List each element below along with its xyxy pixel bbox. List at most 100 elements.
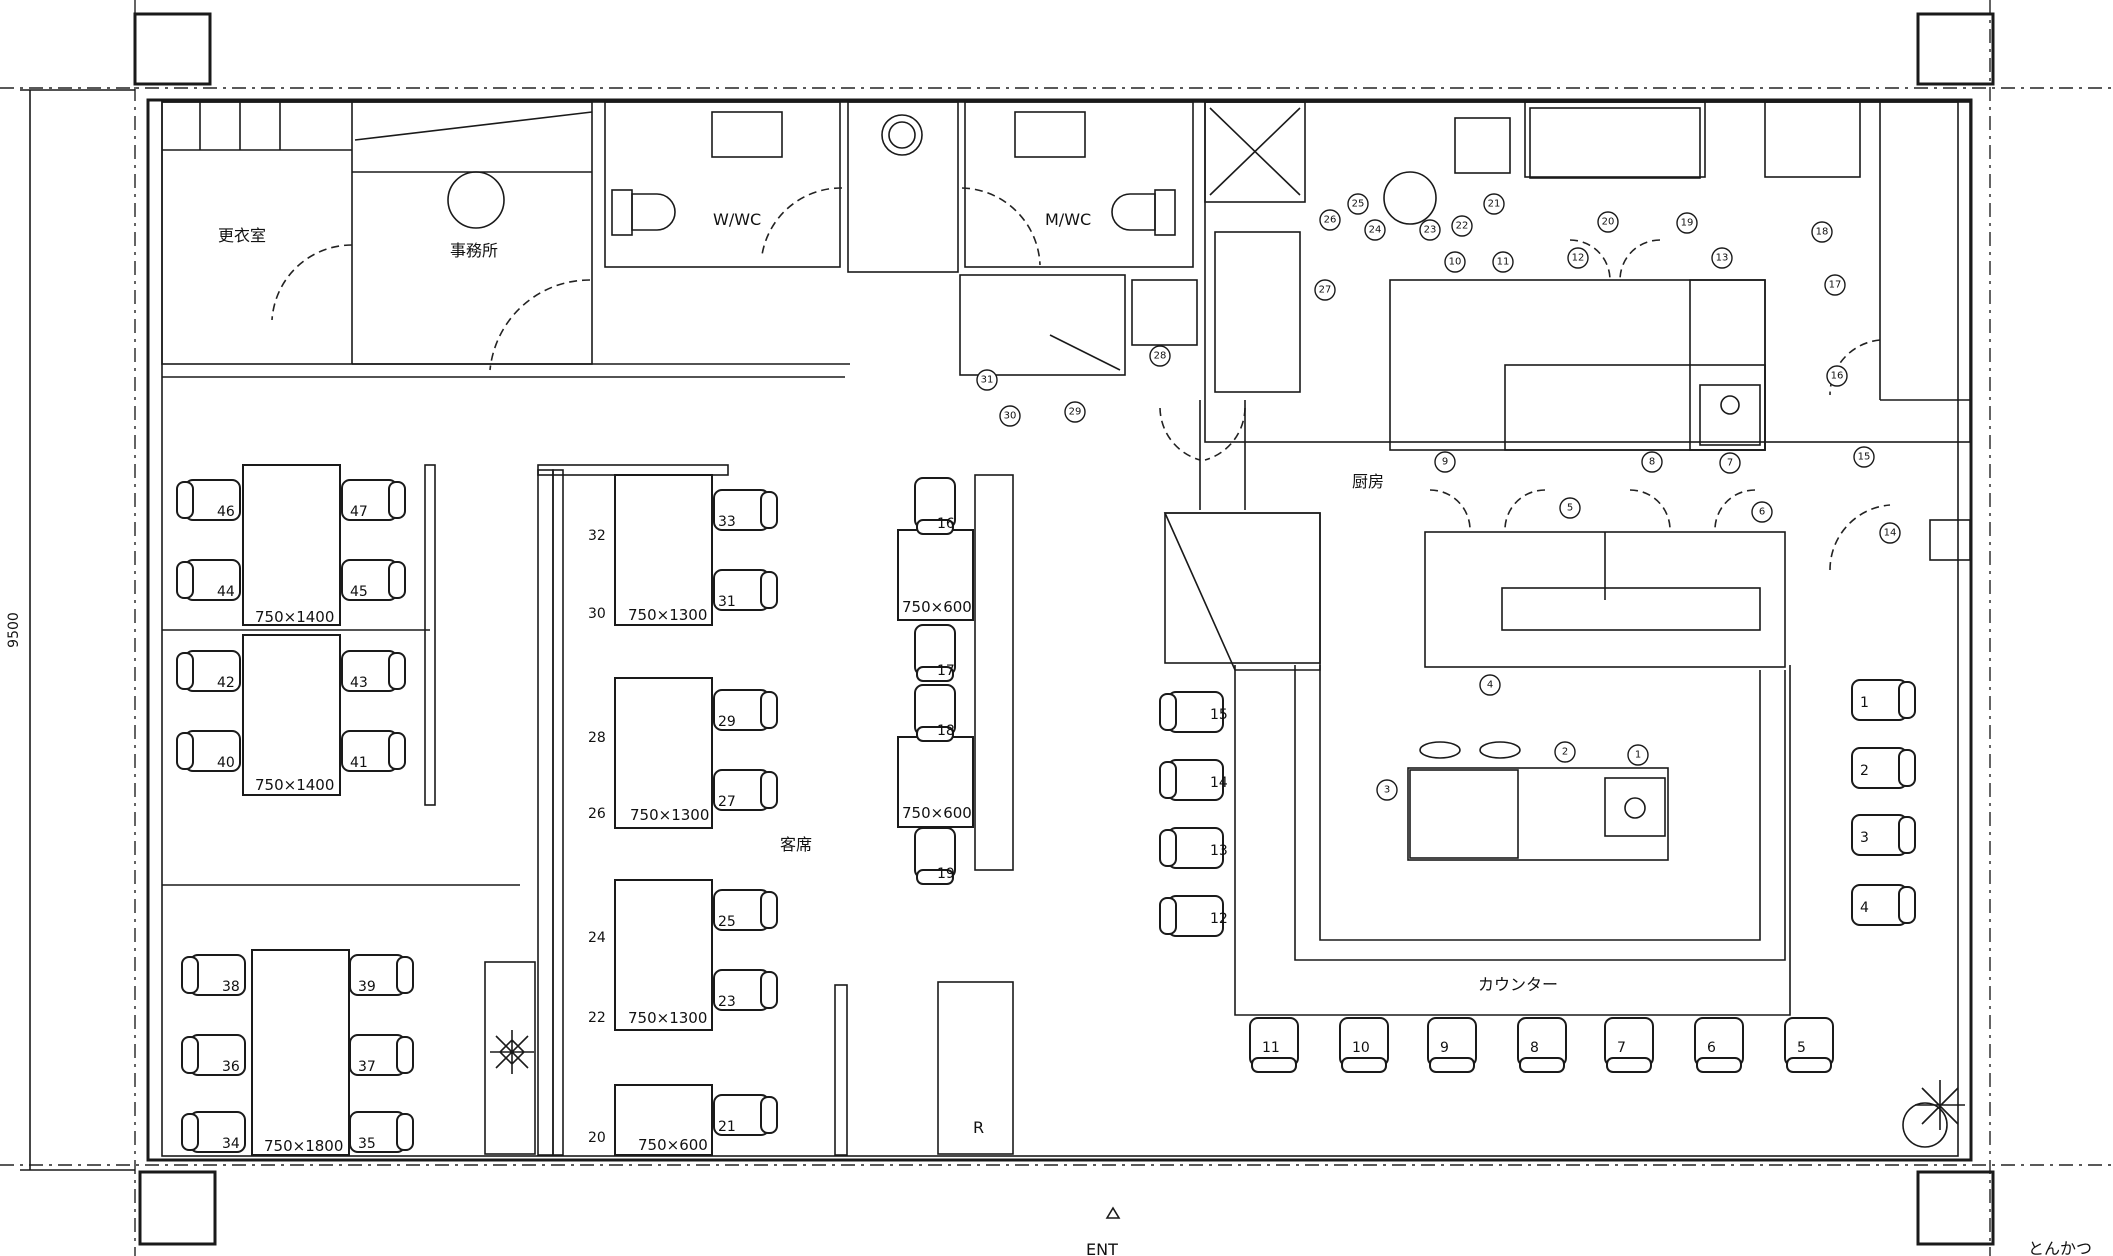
dining-partitions <box>162 376 1014 1156</box>
seat-number: 31 <box>718 594 736 610</box>
table-2 <box>242 634 341 796</box>
svg-text:11: 11 <box>1497 257 1510 268</box>
chair <box>1851 679 1916 721</box>
svg-text:6: 6 <box>1759 507 1765 518</box>
seat-number: 12 <box>1210 911 1228 927</box>
seat-number: 16 <box>937 516 955 532</box>
svg-text:18: 18 <box>1816 227 1829 238</box>
seat-number: 30 <box>588 606 606 622</box>
room-wc-w: W/WC <box>713 210 761 229</box>
seat-number: 29 <box>718 714 736 730</box>
equipment-tag: 9 <box>1434 451 1456 473</box>
chair <box>176 479 241 521</box>
equipment-tag: 8 <box>1641 451 1663 473</box>
chair <box>1517 1017 1567 1073</box>
structural-columns <box>133 12 1995 1246</box>
table-label-1: 750×1400 <box>255 608 334 626</box>
back-rooms <box>161 101 850 371</box>
dimension-label: 9500 <box>6 612 22 648</box>
chair <box>349 1034 414 1076</box>
seat-number: 25 <box>718 914 736 930</box>
table-label-7: 750×600 <box>638 1136 708 1154</box>
seat-number: 8 <box>1530 1040 1539 1056</box>
seat-number: 23 <box>718 994 736 1010</box>
svg-text:12: 12 <box>1572 253 1585 264</box>
svg-text:23: 23 <box>1424 225 1437 236</box>
seat-number: 35 <box>358 1136 376 1152</box>
plant-icon <box>490 1030 1965 1148</box>
chair <box>1159 691 1224 733</box>
equipment-tag: 19 <box>1676 212 1698 234</box>
equipment-tag: 11 <box>1492 251 1514 273</box>
chair <box>1339 1017 1389 1073</box>
equipment-tag: 7 <box>1719 452 1741 474</box>
equipment-tag: 22 <box>1451 215 1473 237</box>
seat-number: 1 <box>1860 695 1869 711</box>
seat-number: 33 <box>718 514 736 530</box>
equipment-tag: 30 <box>999 405 1021 427</box>
chairs <box>176 477 1916 1153</box>
chair <box>1851 814 1916 856</box>
equipment-tag: 5 <box>1559 497 1581 519</box>
equipment-tag: 3 <box>1376 779 1398 801</box>
table-label-6: 750×1300 <box>628 1009 707 1027</box>
entrance-arrow-icon <box>1105 1206 1121 1219</box>
tables <box>242 464 974 1156</box>
footer-fragment: とんかつ <box>2028 1239 2092 1256</box>
equipment-tag: 20 <box>1597 211 1619 233</box>
equipment-tag: 29 <box>1064 401 1086 423</box>
seat-number: 45 <box>350 584 368 600</box>
svg-text:19: 19 <box>1681 218 1694 229</box>
chair <box>914 827 956 885</box>
chair <box>341 559 406 601</box>
svg-text:3: 3 <box>1384 785 1390 796</box>
room-wc-m: M/WC <box>1045 210 1091 229</box>
chair <box>1694 1017 1744 1073</box>
table-9 <box>897 736 974 828</box>
table-label-8: 750×600 <box>902 598 972 616</box>
chair <box>914 477 956 535</box>
seat-number: 15 <box>1210 707 1228 723</box>
chair <box>1249 1017 1299 1073</box>
chair <box>349 954 414 996</box>
svg-text:4: 4 <box>1487 680 1493 691</box>
chair <box>341 650 406 692</box>
chair <box>713 769 778 811</box>
chair <box>176 730 241 772</box>
room-office: 事務所 <box>450 241 498 260</box>
equipment-tag: 26 <box>1319 209 1341 231</box>
entrance-label: ENT <box>1086 1240 1118 1256</box>
svg-text:27: 27 <box>1319 285 1332 296</box>
svg-text:5: 5 <box>1567 503 1573 514</box>
equipment-tag: 16 <box>1826 365 1848 387</box>
seat-number: 32 <box>588 528 606 544</box>
table-label-4: 750×1300 <box>628 606 707 624</box>
table-labels: 750×1400 750×1400 750×1800 750×1300 750×… <box>255 598 972 1155</box>
room-counter: カウンター <box>1478 975 1558 994</box>
svg-text:16: 16 <box>1831 371 1844 382</box>
room-dining: 客席 <box>780 835 812 854</box>
svg-text:9: 9 <box>1442 457 1448 468</box>
svg-text:17: 17 <box>1829 280 1842 291</box>
seat-number: 13 <box>1210 843 1228 859</box>
chair <box>713 889 778 931</box>
chair <box>713 689 778 731</box>
equipment-tag: 17 <box>1824 274 1846 296</box>
equipment-tag: 12 <box>1567 247 1589 269</box>
svg-text:21: 21 <box>1488 199 1501 210</box>
chair <box>349 1111 414 1153</box>
equipment-tag: 23 <box>1419 219 1441 241</box>
chair <box>341 479 406 521</box>
chair <box>1159 759 1224 801</box>
seat-number: 19 <box>937 866 955 882</box>
table-4 <box>614 474 713 626</box>
chair <box>713 1094 778 1136</box>
seat-number: 36 <box>222 1059 240 1075</box>
seat-number: 21 <box>718 1119 736 1135</box>
seat-number: 9 <box>1440 1040 1449 1056</box>
table-8 <box>897 529 974 621</box>
equipment-tag: 28 <box>1149 345 1171 367</box>
equipment-tag: 13 <box>1711 247 1733 269</box>
